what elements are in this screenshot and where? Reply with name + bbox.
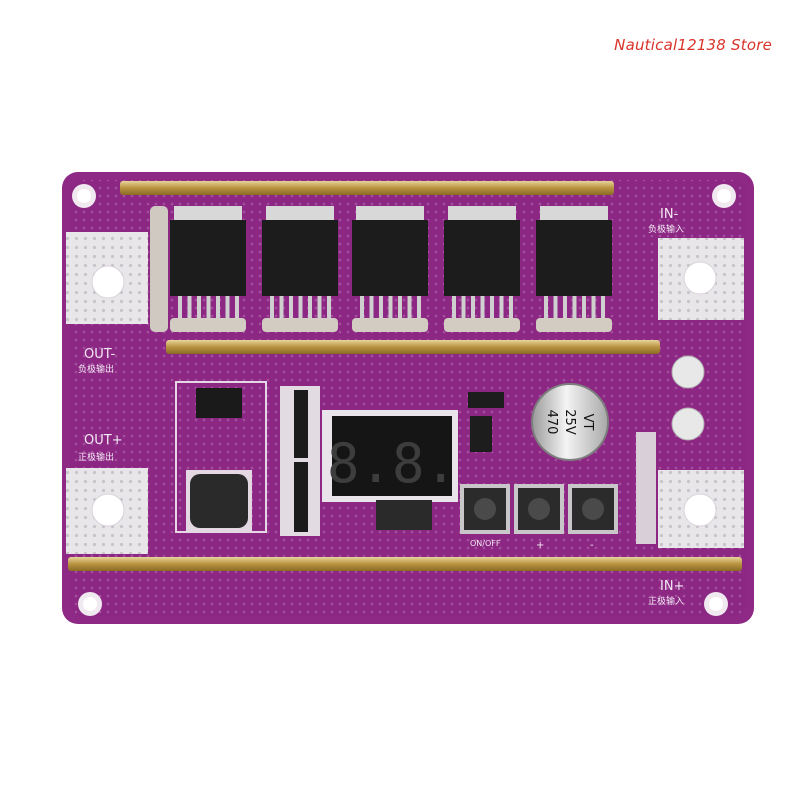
ic-chip [196,388,242,418]
in-minus-cn-label: 负极输入 [648,223,684,235]
smd-component [376,500,432,530]
solder-joint [150,206,168,332]
mounting-hole [704,592,728,616]
mosfet [536,206,612,332]
ic-chip [280,386,320,536]
buzzer [186,470,252,532]
capacitor-value: 470 [544,410,559,435]
out-plus-pad [66,468,148,554]
seven-segment-display: 8.8. [322,410,458,502]
plus-button[interactable] [514,484,564,534]
mosfet [444,206,520,332]
top-brass-bar [120,181,614,195]
capacitor-voltage: 25V [562,409,577,435]
in-plus-pad [658,470,744,548]
in-minus-label: IN- [660,207,679,222]
plus-label: + [536,540,544,551]
in-plus-cn-label: 正极输入 [648,595,684,607]
in-minus-pad [658,238,744,320]
mosfet [170,206,246,332]
minus-button[interactable] [568,484,618,534]
on-off-label: ON/OFF [470,539,501,548]
mounting-hole [712,184,736,208]
smd-component [470,416,492,452]
smd-component [468,392,504,408]
middle-brass-bar [166,340,660,354]
header-pins [636,432,656,544]
out-plus-label: OUT+ [84,433,123,448]
mounting-hole [72,184,96,208]
out-minus-cn-label: 负极输出 [78,363,114,375]
on-off-button[interactable] [460,484,510,534]
electrolytic-capacitor: VT 25V 470 [531,383,609,461]
right-terminal [671,407,705,441]
capacitor-series: VT [580,414,595,431]
mosfet [262,206,338,332]
out-plus-cn-label: 正极输出 [78,451,114,463]
store-watermark: Nautical12138 Store [614,36,772,54]
mosfet-row [170,206,612,332]
mosfet [352,206,428,332]
minus-label: - [590,540,594,551]
right-terminal [671,355,705,389]
in-plus-label: IN+ [660,579,684,594]
out-minus-pad [66,232,148,324]
bottom-brass-bar [68,557,742,571]
out-minus-label: OUT- [84,347,115,362]
display-digits: 8.8. [327,432,457,495]
mounting-hole [78,592,102,616]
